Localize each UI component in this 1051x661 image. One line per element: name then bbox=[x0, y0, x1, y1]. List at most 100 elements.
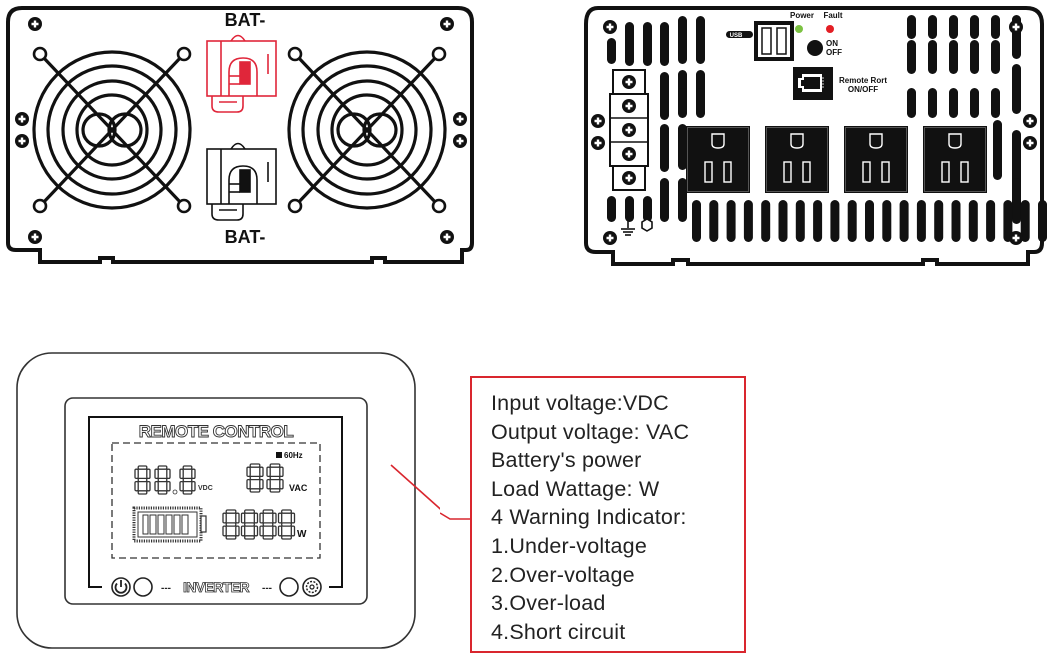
vent-slot bbox=[743, 200, 753, 242]
vent-slot bbox=[991, 88, 1000, 118]
usb-label: USB bbox=[730, 33, 743, 39]
screw-icon bbox=[603, 231, 617, 245]
vent-slot bbox=[678, 16, 687, 64]
callout-line-load-wattage: Load Wattage: W bbox=[491, 476, 660, 501]
footer-dashes-right: --- bbox=[262, 583, 272, 594]
screw-icon bbox=[1009, 20, 1023, 34]
vent-slot bbox=[726, 200, 736, 242]
segment-digit bbox=[277, 509, 296, 540]
screw-icon bbox=[1023, 136, 1037, 150]
vent-slot bbox=[660, 178, 669, 222]
vent-slot bbox=[991, 15, 1000, 39]
ac-outlet[interactable] bbox=[923, 126, 987, 193]
footer-dashes-left: --- bbox=[161, 583, 171, 594]
vent-slot bbox=[951, 200, 961, 242]
remote-title: REMOTE CONTROL bbox=[139, 422, 294, 441]
vent-slot bbox=[778, 200, 788, 242]
bat-bottom-label: BAT- bbox=[225, 227, 266, 247]
vent-slot bbox=[928, 88, 937, 118]
screw-icon bbox=[603, 20, 617, 34]
fault-led bbox=[826, 25, 834, 33]
ground-icon bbox=[621, 216, 635, 236]
vent-slot bbox=[934, 200, 944, 242]
callout-leader-end bbox=[440, 512, 472, 520]
output-terminal-block[interactable] bbox=[609, 69, 649, 191]
battery-terminal-red[interactable] bbox=[206, 34, 277, 113]
fan-grille-right bbox=[287, 46, 447, 214]
vent-slot bbox=[1020, 200, 1030, 242]
switch-off-label: OFF bbox=[826, 48, 842, 57]
screw-icon bbox=[28, 17, 42, 31]
battery-terminal-black[interactable] bbox=[206, 142, 277, 221]
freq-indicator bbox=[276, 452, 282, 458]
vent-slot bbox=[1003, 200, 1013, 242]
indicator-light-left bbox=[133, 577, 153, 597]
vent-slot bbox=[1012, 64, 1021, 114]
power-led bbox=[795, 25, 803, 33]
ac-outlets bbox=[686, 126, 987, 193]
vent-slot bbox=[607, 38, 616, 64]
battery-cell bbox=[142, 514, 149, 535]
vent-slot bbox=[1038, 200, 1047, 242]
callout-line-over-voltage: 2.Over-voltage bbox=[491, 562, 635, 587]
power-button[interactable] bbox=[111, 577, 131, 597]
remote-control: REMOTE CONTROL 60Hz VDC VAC W --- INVERT… bbox=[16, 352, 440, 649]
battery-icon bbox=[132, 506, 207, 543]
vent-slot bbox=[625, 196, 634, 222]
vent-slot bbox=[660, 22, 669, 66]
remote-port-label-2: ON/OFF bbox=[848, 85, 878, 94]
vent-slot bbox=[795, 200, 805, 242]
vent-slot bbox=[625, 22, 634, 66]
segment-digit bbox=[179, 465, 196, 495]
segment-digit bbox=[246, 463, 264, 493]
vent-slot bbox=[949, 15, 958, 39]
screw-icon bbox=[1009, 231, 1023, 245]
vent-slot bbox=[865, 200, 874, 242]
output-unit: VAC bbox=[289, 483, 308, 493]
load-watt-digits bbox=[222, 509, 296, 540]
screw-icon bbox=[15, 112, 29, 126]
remote-port-rj[interactable] bbox=[793, 67, 833, 100]
ac-outlet[interactable] bbox=[686, 126, 750, 193]
screw-icon bbox=[591, 114, 605, 128]
segment-digit bbox=[134, 465, 151, 495]
battery-cell bbox=[157, 514, 165, 535]
front-panel: BAT- BAT- bbox=[6, 6, 474, 264]
usb-label-badge bbox=[726, 31, 753, 38]
usb-port[interactable] bbox=[754, 21, 794, 61]
ac-outlet[interactable] bbox=[844, 126, 908, 193]
vent-slot bbox=[847, 200, 857, 242]
screw-icon bbox=[28, 230, 42, 244]
vent-slot bbox=[709, 200, 719, 242]
callout-line-over-load: 3.Over-load bbox=[491, 591, 606, 616]
vent-slot bbox=[986, 200, 996, 242]
callout-line-short-circuit: 4.Short circuit bbox=[491, 619, 626, 644]
callout-line-battery-power: Battery's power bbox=[491, 448, 642, 473]
remote-bezel bbox=[64, 397, 368, 605]
terminal-screw-icon bbox=[622, 147, 636, 161]
callout-leader bbox=[390, 464, 440, 510]
vent-slot bbox=[813, 200, 823, 242]
vent-slot bbox=[928, 40, 937, 74]
screw-icon bbox=[440, 230, 454, 244]
power-led-label: Power bbox=[790, 11, 814, 20]
segment-digit bbox=[259, 509, 277, 540]
power-icon bbox=[114, 582, 128, 594]
battery-cell bbox=[165, 514, 173, 535]
screw-icons bbox=[15, 17, 467, 244]
vent-slot bbox=[968, 200, 978, 242]
settings-button[interactable] bbox=[302, 577, 322, 597]
vent-slot bbox=[882, 200, 892, 242]
vent-slot bbox=[692, 200, 701, 242]
segment-digit bbox=[222, 509, 240, 540]
callout-line-under-voltage: 1.Under-voltage bbox=[491, 533, 647, 558]
lcd-frame bbox=[88, 416, 343, 588]
power-switch[interactable] bbox=[807, 40, 823, 56]
vent-slot bbox=[643, 196, 652, 222]
ground-lug-icon bbox=[641, 218, 653, 232]
vent-slot bbox=[830, 200, 840, 242]
vent-slot bbox=[678, 124, 687, 170]
segment-digit bbox=[266, 463, 284, 493]
ac-outlet[interactable] bbox=[765, 126, 829, 193]
vent-slot bbox=[696, 88, 705, 118]
